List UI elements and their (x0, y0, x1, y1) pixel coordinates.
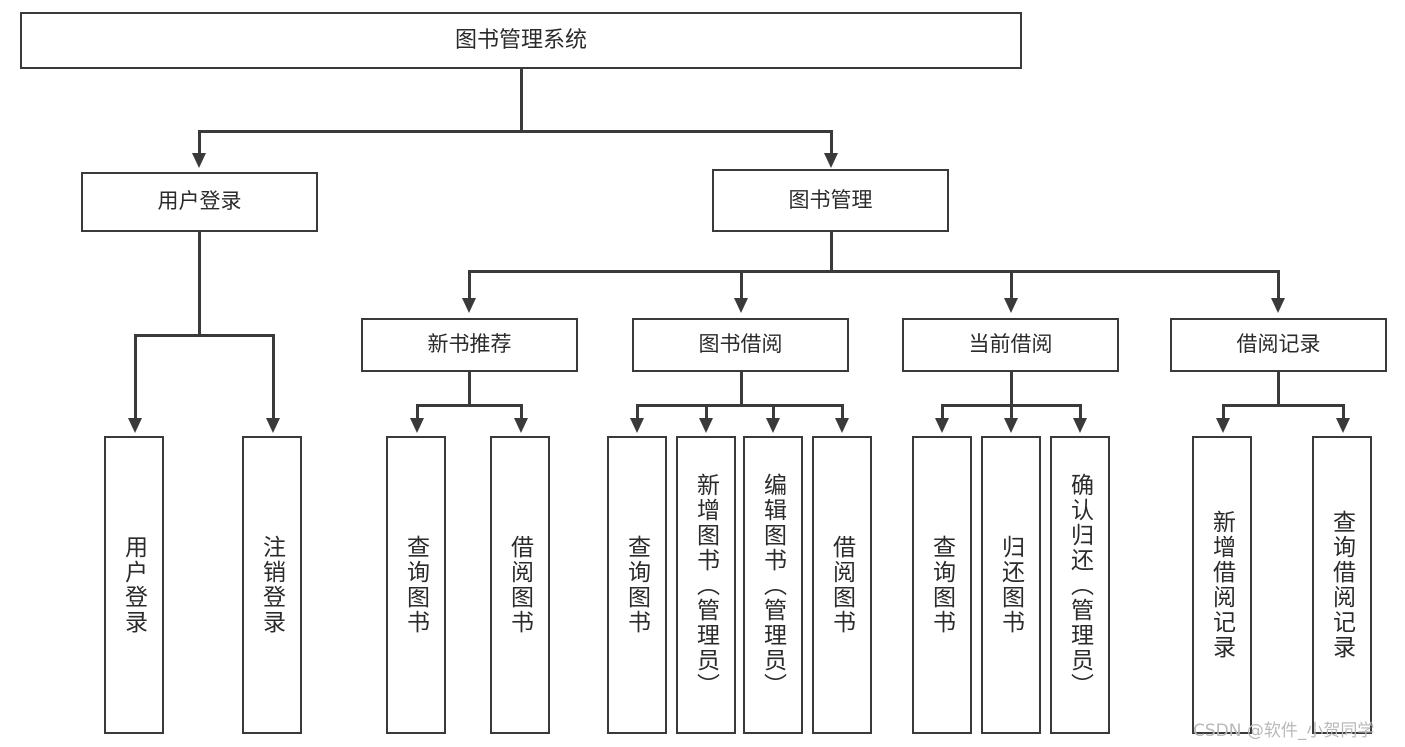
node-label: 查询图书 (403, 535, 430, 635)
connector-br-drop-2 (1342, 404, 1345, 420)
connector-bb-drop-3 (772, 404, 775, 420)
node-book-borrow[interactable]: 图书借阅 (632, 318, 849, 372)
node-label: 查询借阅记录 (1329, 510, 1356, 660)
arrowhead-bb-leaf-2 (699, 418, 713, 433)
connector-bm-drop-4 (1277, 270, 1280, 300)
arrowhead-leaf-logout-login (266, 418, 280, 433)
leaf-return-book[interactable]: 归还图书 (981, 436, 1041, 734)
leaf-borrow-book-2[interactable]: 借阅图书 (812, 436, 872, 734)
leaf-query-book-3[interactable]: 查询图书 (912, 436, 972, 734)
node-label: 用户登录 (157, 190, 242, 214)
leaf-edit-book[interactable]: 编辑图书（管理员） (743, 436, 803, 734)
connector-root-to-user-login (198, 130, 201, 156)
connector-bm-drop-2 (740, 270, 743, 300)
node-label: 确认归还（管理员） (1067, 472, 1094, 698)
connector-cb-stem (1010, 372, 1013, 406)
connector-bb-drop-1 (636, 404, 639, 420)
arrowhead-cb-leaf-2 (1004, 418, 1018, 433)
node-book-management[interactable]: 图书管理 (712, 169, 949, 232)
arrowhead-book-management (824, 153, 838, 168)
connector-cb-drop-1 (941, 404, 944, 420)
leaf-add-borrow-record[interactable]: 新增借阅记录 (1192, 436, 1252, 734)
connector-nbr-drop-1 (416, 404, 419, 420)
arrowhead-user-login (192, 153, 206, 168)
arrowhead-nbr-leaf-1 (410, 418, 424, 433)
node-label: 归还图书 (998, 535, 1025, 635)
connector-br-bar (1222, 404, 1342, 407)
arrowhead-br-leaf-2 (1336, 418, 1350, 433)
node-label: 新书推荐 (427, 333, 512, 357)
arrowhead-cb-leaf-3 (1073, 418, 1087, 433)
arrowhead-current-borrow (1004, 298, 1018, 313)
node-label: 图书借阅 (698, 333, 783, 357)
connector-book-management-bar (468, 270, 1277, 273)
node-label: 用户登录 (121, 535, 148, 635)
connector-bm-drop-3 (1010, 270, 1013, 300)
connector-nbr-bar (416, 404, 520, 407)
leaf-user-login[interactable]: 用户登录 (104, 436, 164, 734)
connector-user-login-stem (198, 232, 201, 336)
arrowhead-br-leaf-1 (1216, 418, 1230, 433)
leaf-borrow-book-1[interactable]: 借阅图书 (490, 436, 550, 734)
node-label: 查询图书 (929, 535, 956, 635)
node-label: 新增借阅记录 (1209, 510, 1236, 660)
connector-bb-drop-2 (705, 404, 708, 420)
connector-user-login-drop-1 (134, 334, 137, 420)
connector-bm-drop-1 (468, 270, 471, 300)
arrowhead-new-book-recommend (462, 298, 476, 313)
node-label: 借阅图书 (829, 535, 856, 635)
connector-book-management-stem (830, 232, 833, 272)
connector-user-login-drop-2 (272, 334, 275, 420)
arrowhead-book-borrow (734, 298, 748, 313)
leaf-query-borrow-record[interactable]: 查询借阅记录 (1312, 436, 1372, 734)
connector-nbr-stem (468, 372, 471, 406)
node-user-login[interactable]: 用户登录 (81, 172, 318, 232)
node-label: 查询图书 (624, 535, 651, 635)
node-label: 借阅图书 (507, 535, 534, 635)
arrowhead-nbr-leaf-2 (514, 418, 528, 433)
connector-user-login-bar (134, 334, 274, 337)
connector-root-bar (198, 130, 832, 133)
connector-br-stem (1277, 372, 1280, 406)
leaf-add-book[interactable]: 新增图书（管理员） (676, 436, 736, 734)
node-label: 注销登录 (259, 535, 286, 635)
connector-bb-bar (636, 404, 842, 407)
leaf-confirm-return[interactable]: 确认归还（管理员） (1050, 436, 1110, 734)
connector-bb-stem (740, 372, 743, 406)
connector-cb-drop-3 (1079, 404, 1082, 420)
arrowhead-leaf-user-login (128, 418, 142, 433)
connector-cb-drop-2 (1010, 404, 1013, 420)
node-new-book-recommend[interactable]: 新书推荐 (361, 318, 578, 372)
node-current-borrow[interactable]: 当前借阅 (902, 318, 1119, 372)
connector-root-stem (520, 69, 523, 131)
node-label: 编辑图书（管理员） (760, 472, 787, 698)
node-book-management-system[interactable]: 图书管理系统 (20, 12, 1022, 69)
node-label: 图书管理系统 (454, 27, 587, 53)
arrowhead-bb-leaf-1 (630, 418, 644, 433)
leaf-query-book-2[interactable]: 查询图书 (607, 436, 667, 734)
connector-bb-drop-4 (841, 404, 844, 420)
arrowhead-borrow-record (1271, 298, 1285, 313)
arrowhead-cb-leaf-1 (935, 418, 949, 433)
connector-nbr-drop-2 (520, 404, 523, 420)
node-label: 新增图书（管理员） (693, 472, 720, 698)
arrowhead-bb-leaf-3 (766, 418, 780, 433)
node-label: 当前借阅 (968, 333, 1053, 357)
node-label: 图书管理 (788, 188, 873, 212)
connector-br-drop-1 (1222, 404, 1225, 420)
leaf-logout-login[interactable]: 注销登录 (242, 436, 302, 734)
node-label: 借阅记录 (1236, 333, 1321, 357)
node-borrow-record[interactable]: 借阅记录 (1170, 318, 1387, 372)
connector-root-to-book-management (830, 130, 833, 156)
arrowhead-bb-leaf-4 (835, 418, 849, 433)
leaf-query-book-1[interactable]: 查询图书 (386, 436, 446, 734)
